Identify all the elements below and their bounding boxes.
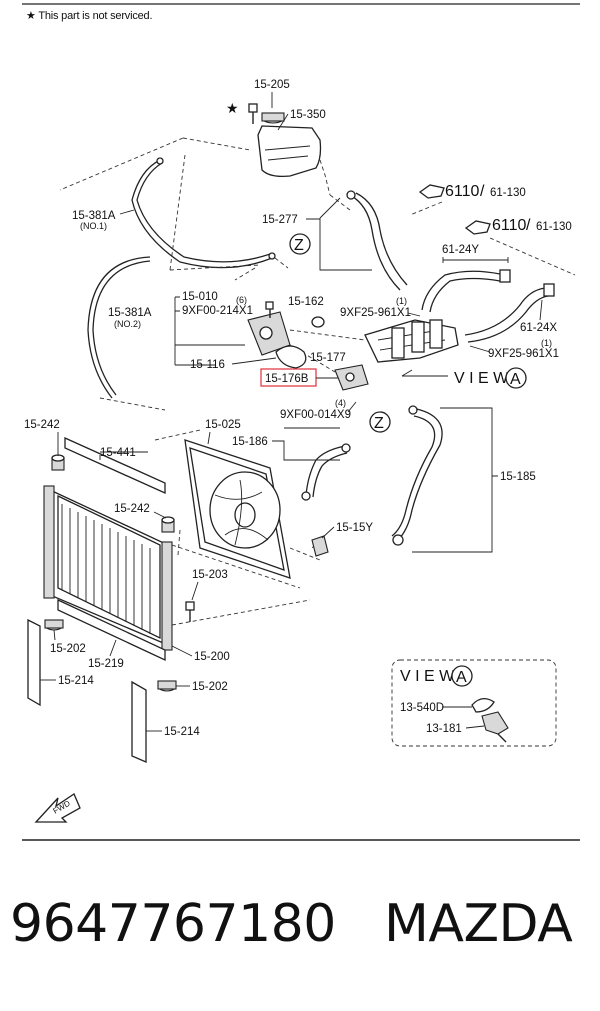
label-15-116: 15-116 xyxy=(190,359,225,371)
label-61-24Y: 61-24Y xyxy=(442,244,479,256)
label-view-letter-a: A xyxy=(510,371,521,388)
label-15-214-a: 15-214 xyxy=(58,675,94,687)
label-9XF25-961X1-a: 9XF25-961X1 xyxy=(340,307,411,319)
label-9XF00-014X9: 9XF00-014X9 xyxy=(280,409,351,421)
label-15-277: 15-277 xyxy=(262,214,298,226)
label-15-219: 15-219 xyxy=(88,658,124,670)
upper-hose-15-277 xyxy=(349,194,401,291)
label-15-025: 15-025 xyxy=(205,419,241,431)
gasket-15-116 xyxy=(275,345,307,369)
reservoir-cap xyxy=(261,112,285,124)
hose-15-186 xyxy=(305,445,346,496)
label-15-203: 15-203 xyxy=(192,569,228,581)
label-13-181: 13-181 xyxy=(426,723,462,735)
label-61-24X: 61-24X xyxy=(520,322,557,334)
svg-text:/: / xyxy=(526,217,531,234)
ref-arrow-6110-a xyxy=(418,184,445,199)
label-qty-4: (4) xyxy=(335,398,346,408)
radiator-15-200 xyxy=(43,485,173,651)
label-15-242-a: 15-242 xyxy=(24,419,60,431)
reservoir-hose-no1 xyxy=(131,159,273,269)
label-15-15Y: 15-15Y xyxy=(336,522,373,534)
water-outlet-15-176B xyxy=(334,364,369,391)
label-15-185: 15-185 xyxy=(500,471,536,483)
label-15-214-b: 15-214 xyxy=(164,726,200,738)
label-15-205: 15-205 xyxy=(254,79,290,91)
label-15-176B-highlighted: 15-176B xyxy=(265,373,309,385)
bolt-15-203 xyxy=(185,601,195,622)
mount-15-202-b xyxy=(157,680,177,692)
label-61-130-a: 61-130 xyxy=(490,187,526,199)
label-qty-1-a: (1) xyxy=(396,296,407,306)
label-qty-6: (6) xyxy=(236,295,247,305)
heater-hose-61-24Y xyxy=(421,270,501,311)
brand-name: MAZDA xyxy=(384,894,573,954)
label-9XF25-961X1-b: 9XF25-961X1 xyxy=(488,348,559,360)
label-15-202-a: 15-202 xyxy=(50,643,86,655)
part-number: 9647767180 xyxy=(10,894,336,954)
lower-hose-15-185 xyxy=(397,407,443,541)
heater-hose-61-24X xyxy=(464,287,546,336)
label-z-1: Z xyxy=(294,237,304,254)
side-panel-15-214-b xyxy=(131,680,147,763)
bolt-9xf00-214 xyxy=(265,301,274,318)
label-15-441: 15-441 xyxy=(100,447,136,459)
seal-strip-15-441 xyxy=(64,436,166,495)
z-marker-circle xyxy=(289,233,311,255)
label-qty-1-b: (1) xyxy=(541,338,552,348)
fan-shroud-15-025 xyxy=(184,439,291,579)
mount-15-242-a xyxy=(51,454,65,471)
label-9XF00-214X1: 9XF00-214X1 xyxy=(182,305,253,317)
label-view-letter-a-inset: A xyxy=(456,669,467,686)
not-serviced-star-icon: ★ xyxy=(226,100,239,116)
label-15-381A-no2: 15-381A xyxy=(108,307,152,319)
label-no1: (NO.1) xyxy=(80,221,107,231)
label-6110-a: 6110 xyxy=(445,183,480,200)
label-15-350: 15-350 xyxy=(290,109,326,121)
label-z-2: Z xyxy=(374,415,384,432)
label-61-130-b: 61-130 xyxy=(536,221,572,233)
ref-arrow-6110-b xyxy=(464,220,491,235)
thermostat-housing xyxy=(364,319,459,363)
label-15-381A-no1: 15-381A xyxy=(72,210,116,222)
mount-15-202-a xyxy=(44,619,64,631)
label-15-186: 15-186 xyxy=(232,436,268,448)
label-13-540D: 13-540D xyxy=(400,702,444,714)
label-15-200: 15-200 xyxy=(194,651,230,663)
label-view-a: V I E W xyxy=(454,370,509,387)
forward-arrow-icon: FWD xyxy=(34,793,81,823)
coolant-reservoir xyxy=(257,125,322,178)
label-6110-b: 6110 xyxy=(492,217,527,234)
label-view-a-inset: V I E W xyxy=(400,668,455,685)
mount-15-242-b xyxy=(161,516,175,533)
label-15-242-b: 15-242 xyxy=(114,503,150,515)
bracket-15-15Y xyxy=(311,535,329,557)
label-15-010: 15-010 xyxy=(182,291,218,303)
view-a-inset xyxy=(391,659,557,747)
not-serviced-note: ★ This part is not serviced. xyxy=(26,10,153,22)
svg-text:/: / xyxy=(480,183,485,200)
z-marker-circle-2 xyxy=(369,411,391,433)
label-15-202-b: 15-202 xyxy=(192,681,228,693)
seal-strip-15-219 xyxy=(57,598,166,662)
side-panel-15-214-a xyxy=(27,618,41,707)
label-15-177: 15-177 xyxy=(310,352,346,364)
reservoir-bolt xyxy=(248,103,258,124)
clip-13-540D xyxy=(471,698,495,713)
pin-13-181 xyxy=(481,711,509,743)
o-ring-15-162 xyxy=(311,316,325,328)
highlight-box xyxy=(260,368,317,387)
label-15-162: 15-162 xyxy=(288,296,324,308)
reservoir-hose-no2 xyxy=(87,256,151,399)
label-no2: (NO.2) xyxy=(114,319,141,329)
